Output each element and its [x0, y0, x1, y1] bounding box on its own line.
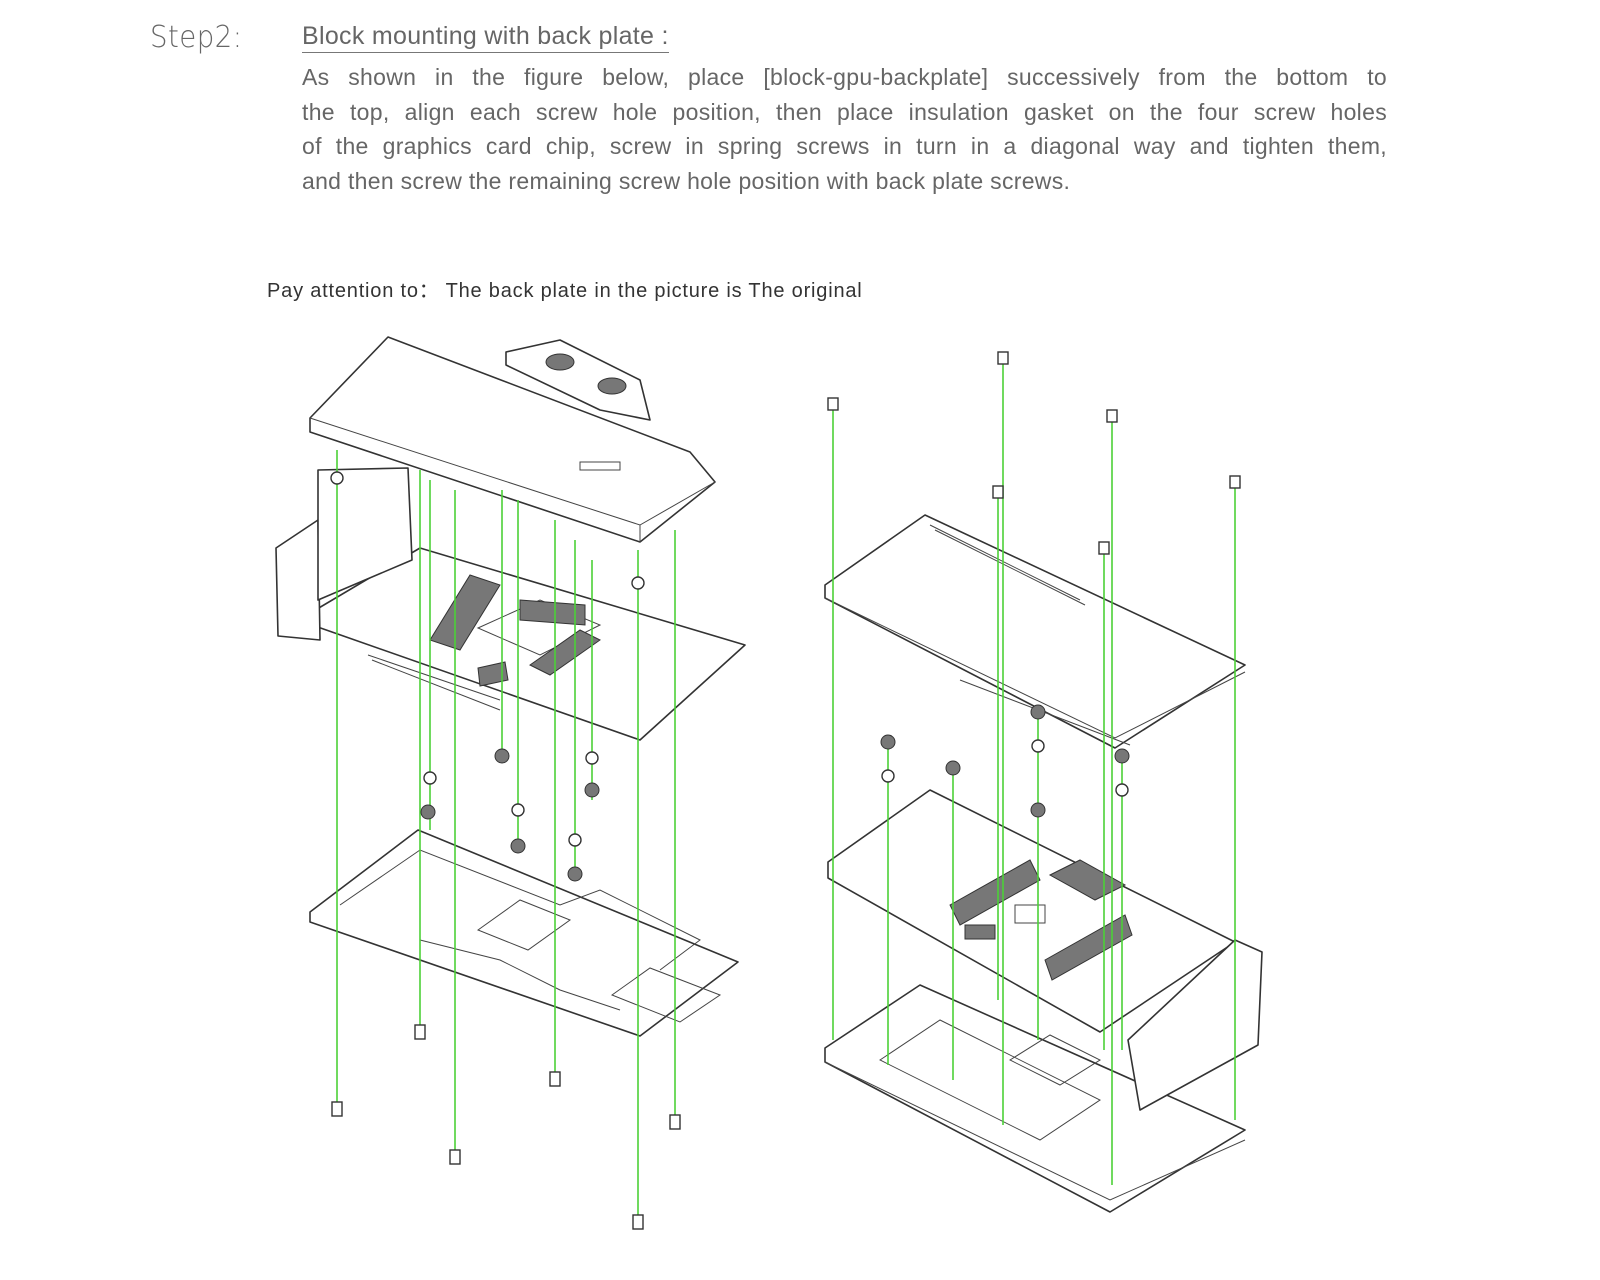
right-base-block	[824, 984, 1246, 1213]
attention-note: Pay attention to： The back plate in the …	[267, 280, 863, 302]
left-screws	[330, 471, 681, 1230]
paragraph-line: and then screw the remaining screw hole …	[302, 167, 1071, 194]
left-assembly	[275, 336, 746, 1230]
step-label: Step2:	[150, 20, 243, 55]
instruction-paragraph: As shown in the figure below, place [blo…	[302, 60, 1387, 198]
left-water-block	[309, 336, 716, 543]
paragraph-line: As shown in the figure below, place [blo…	[302, 64, 1387, 90]
paragraph-line: the top, align each screw hole position,…	[302, 98, 1387, 125]
left-backplate	[309, 829, 739, 1037]
paragraph-line: of the graphics card chip, screw in spri…	[302, 133, 1387, 159]
right-assembly	[824, 351, 1263, 1213]
left-guide-lines	[336, 450, 676, 1225]
step-heading: Block mounting with back plate :	[302, 22, 669, 53]
right-screws	[827, 351, 1241, 818]
